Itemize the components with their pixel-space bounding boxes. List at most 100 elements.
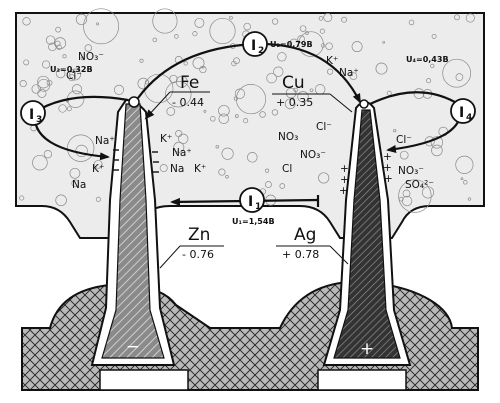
bubble (299, 25, 307, 32)
svg-text:4: 4 (466, 113, 472, 123)
ion-na-left2: Na (72, 179, 86, 191)
ion-na-mid: Na⁺ (172, 147, 192, 159)
bubble (55, 68, 66, 79)
svg-text:I: I (29, 107, 34, 123)
bubble (19, 195, 25, 201)
bubble (113, 84, 125, 95)
ion-k-top: K⁺ (326, 55, 338, 67)
bubble (96, 22, 100, 26)
bubble (421, 186, 435, 199)
bubble (465, 13, 475, 23)
bubble (80, 56, 85, 61)
zinc-charge-marks (113, 149, 159, 173)
bubble (231, 60, 237, 67)
bubble (426, 78, 432, 84)
ion-k-mid2: K⁺ (194, 163, 206, 175)
current-i4-voltage: U₄=0,43B (406, 55, 449, 64)
cu-contact-point (359, 99, 369, 109)
bubble (402, 189, 411, 198)
ion-cl-mid2: Cl (282, 163, 292, 175)
bubble (192, 31, 198, 37)
bubble (424, 136, 435, 147)
bubble (398, 196, 404, 202)
current-i1-badge: I 1 U₁=1,54B (232, 187, 275, 226)
bubble (67, 134, 95, 162)
ion-no3-right: NO₃⁻ (398, 165, 424, 177)
svg-text:- 0.76: - 0.76 (182, 248, 214, 261)
bubble (31, 84, 41, 94)
ion-so4-right: SO₄²⁻ (405, 179, 434, 191)
bubble (408, 19, 415, 26)
svg-text:+: + (339, 185, 348, 197)
bubble (42, 60, 51, 69)
svg-text:Zn: Zn (188, 225, 210, 245)
zn-label: Zn - 0.76 (159, 225, 224, 269)
ion-cl-mid1: Cl⁻ (316, 121, 332, 133)
bubble (455, 155, 474, 174)
bubble (69, 68, 81, 81)
bubble (277, 52, 287, 62)
bubble (56, 44, 62, 50)
bubble (386, 90, 392, 96)
bubble (58, 104, 67, 113)
bubble (69, 167, 81, 179)
fe-label: Fe - 0.44 (144, 73, 210, 120)
ion-na-mid2: Na (170, 163, 184, 175)
bubble (209, 17, 236, 45)
current-i1-voltage: U₁=1,54B (232, 217, 275, 226)
bubble (430, 136, 444, 149)
bubble (166, 107, 176, 116)
bubble (194, 17, 205, 28)
ion-cl-top: Cl⁻ (66, 70, 82, 82)
svg-text:+: + (383, 162, 392, 174)
cu-label: Cu + 0.35 (272, 73, 353, 113)
bubble (192, 57, 205, 70)
bubble (68, 74, 76, 82)
ion-na-top: Na⁺ (339, 67, 359, 79)
bubble (341, 16, 348, 23)
bubble (75, 13, 88, 26)
bubble (298, 31, 324, 57)
bubble (327, 68, 334, 75)
silver-polarity-sign: + (360, 339, 374, 359)
bubble (351, 41, 363, 53)
bubble (225, 175, 229, 179)
bubble (37, 75, 50, 89)
bubble (393, 128, 397, 133)
bubble (309, 88, 314, 93)
bubble (264, 181, 272, 189)
ag-label: Ag + 0.78 (276, 225, 349, 265)
bubble (431, 144, 443, 157)
bubble (297, 91, 309, 103)
current-i3-voltage: U₃=0,32B (50, 65, 93, 74)
bubble (271, 109, 279, 116)
bubble (71, 84, 83, 95)
bubble (229, 15, 233, 20)
bubble (375, 62, 388, 75)
bubble (178, 133, 189, 144)
bubble (84, 44, 93, 52)
bubble (319, 28, 325, 34)
bubble (22, 17, 31, 26)
bubble (382, 40, 386, 44)
bubble (431, 33, 437, 39)
bubble (152, 8, 178, 34)
svg-text:Ag: Ag (294, 225, 316, 245)
bubble (454, 14, 460, 21)
bubble (95, 196, 101, 202)
bubble (243, 118, 249, 124)
bubble (265, 168, 270, 173)
svg-text:+: + (384, 173, 393, 185)
svg-text:I: I (459, 105, 464, 121)
ion-k-left: K⁺ (92, 163, 104, 175)
bubble (173, 141, 185, 153)
svg-text:3: 3 (36, 115, 42, 125)
bubble (23, 59, 30, 66)
bubble (159, 164, 168, 173)
bubble (430, 63, 435, 69)
bubble (318, 16, 324, 21)
ion-no3-top: NO₃⁻ (78, 51, 104, 63)
svg-text:- 0.44: - 0.44 (172, 96, 204, 109)
